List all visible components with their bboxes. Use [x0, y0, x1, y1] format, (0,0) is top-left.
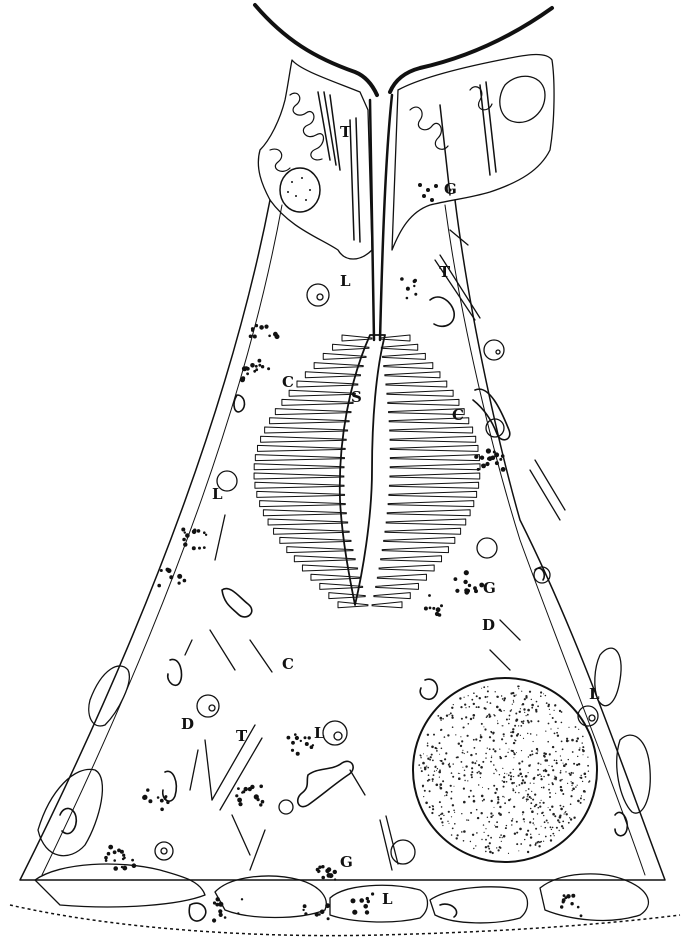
left-filament-bundle: [318, 92, 360, 242]
label-g1: G: [444, 180, 457, 198]
label-t2: T: [439, 263, 451, 281]
label-l4: L: [314, 724, 325, 742]
upper-right-cell: [392, 55, 554, 250]
label-l3: L: [589, 685, 600, 703]
basement-membrane: [10, 905, 680, 936]
label-l5: L: [382, 890, 393, 908]
label-d2: D: [181, 715, 194, 733]
right-nucleus-blob: [500, 76, 545, 122]
label-c2: C: [452, 406, 464, 424]
label-c3: C: [282, 655, 294, 673]
label-t1: T: [340, 123, 352, 141]
label-t3: T: [236, 727, 248, 745]
label-l1: L: [340, 272, 351, 290]
left-granule-body: [280, 168, 320, 212]
upper-right-cell-ruffles: [410, 87, 492, 150]
secretory-canaliculus: [340, 335, 385, 605]
label-l2: L: [212, 485, 223, 503]
label-s: S: [351, 388, 362, 406]
apical-cleft-right: [380, 95, 392, 340]
label-d1: D: [482, 616, 495, 634]
apical-membrane-right: [390, 8, 552, 92]
label-g2: G: [483, 579, 496, 597]
label-g3: G: [340, 853, 353, 871]
upper-left-cell-ruffles-2: [270, 149, 290, 171]
upper-left-cell-ruffles: [290, 93, 324, 160]
label-c1: C: [282, 373, 294, 391]
right-filament-bundle: [440, 82, 496, 195]
apical-membrane-left: [255, 5, 377, 95]
